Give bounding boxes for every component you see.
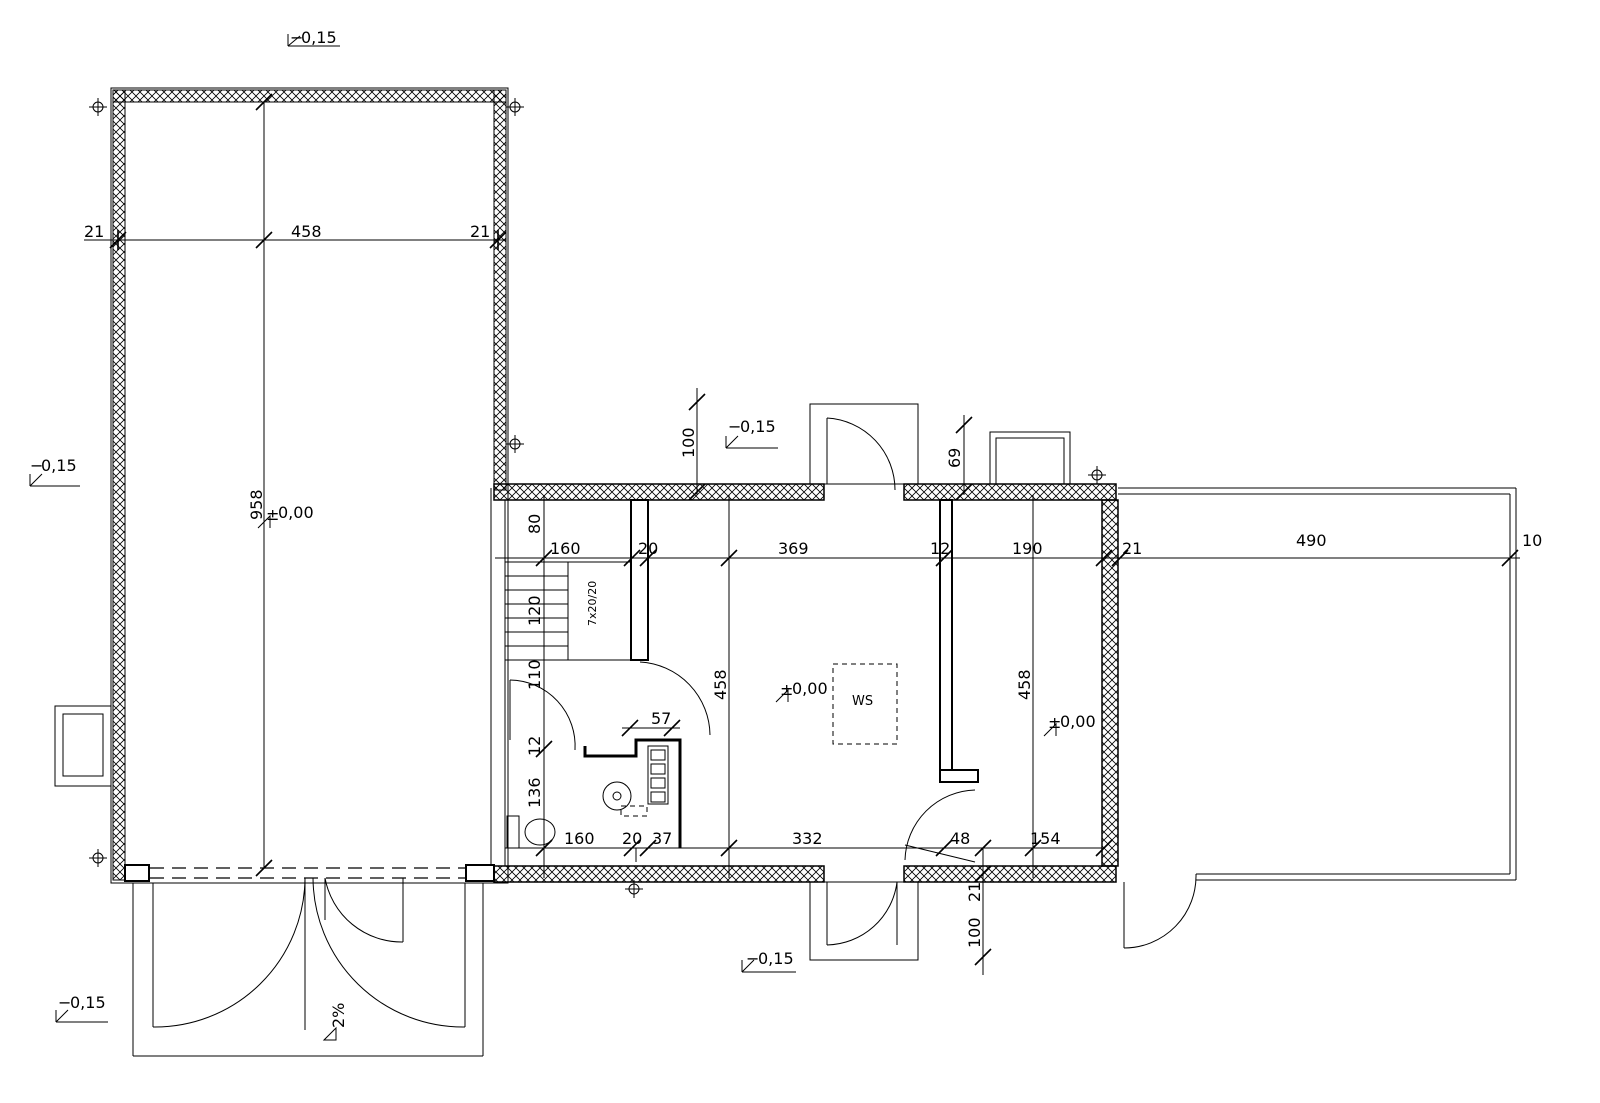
- level-marker-top: − 0,15: [287, 28, 340, 47]
- level-sign: −: [728, 417, 741, 436]
- dim-154: 154: [1030, 829, 1061, 848]
- dim-room-332: 332: [792, 829, 823, 848]
- level-marker-garage: ± 0,00: [257, 503, 314, 529]
- dim-bath-160: 160: [564, 829, 595, 848]
- level-value-entrance-bottom: 0,15: [758, 949, 794, 968]
- terrace: [1118, 487, 1517, 949]
- dim-garage-wall-left: 21: [84, 222, 104, 241]
- level-marker-driveway: − 0,15: [55, 993, 108, 1023]
- level-value-left: 0,15: [41, 456, 77, 475]
- dimension-lines: [84, 93, 1520, 975]
- level-marker-room-right: ± 0,00: [1043, 712, 1096, 737]
- dim-12: 12: [525, 736, 544, 756]
- level-marker-entrance-bottom: − 0,15: [741, 949, 796, 973]
- dim-wall-21: 21: [1122, 539, 1142, 558]
- level-sign: −: [30, 456, 43, 475]
- level-sign: ±: [1048, 713, 1061, 732]
- level-value-top: 0,15: [301, 28, 337, 47]
- garage: [54, 87, 509, 884]
- level-sign: ±: [780, 680, 793, 699]
- dim-bath-20: 20: [622, 829, 642, 848]
- level-value-living: 0,00: [792, 679, 828, 698]
- dim-stair-120: 120: [525, 595, 544, 626]
- level-sign: −: [746, 949, 759, 968]
- level-marker-living: ± 0,00: [775, 679, 828, 703]
- slope-marker: 2%: [322, 1003, 348, 1041]
- level-marker-entrance-top: − 0,15: [725, 417, 778, 449]
- level-marker-left: − 0,15: [29, 456, 80, 487]
- dim-136: 136: [525, 777, 544, 808]
- dim-terrace-width: 490: [1296, 531, 1327, 550]
- dim-garage-length: 958: [247, 489, 266, 520]
- stairs-label: 7x20/20: [586, 581, 599, 626]
- level-value-room-right: 0,00: [1060, 712, 1096, 731]
- dim-bath-37: 37: [652, 829, 672, 848]
- dim-bath-57: 57: [651, 709, 671, 728]
- dim-room-width: 369: [778, 539, 809, 558]
- dim-roof-69: 69: [945, 448, 964, 468]
- dim-garage-width: 458: [291, 222, 322, 241]
- level-value-garage: 0,00: [278, 503, 314, 522]
- slope-value: 2%: [329, 1003, 348, 1028]
- dim-80: 80: [525, 514, 544, 534]
- dim-bottom-100: 100: [965, 917, 984, 948]
- dim-wall-12: 12: [930, 539, 950, 558]
- bathroom: [506, 738, 682, 862]
- dim-room-right-width: 190: [1012, 539, 1043, 558]
- stairs: [504, 561, 632, 661]
- dim-wall-20: 20: [638, 539, 658, 558]
- dim-room-depth: 458: [711, 669, 730, 700]
- level-sign: ±: [266, 505, 279, 524]
- chimney-label: WS: [852, 694, 873, 709]
- dim-bottom-21: 21: [965, 882, 984, 902]
- dim-stair-width: 160: [550, 539, 581, 558]
- level-value-driveway: 0,15: [70, 993, 106, 1012]
- dim-entry-100: 100: [679, 427, 698, 458]
- level-sign: −: [58, 993, 71, 1012]
- level-value-entrance-top: 0,15: [740, 417, 776, 436]
- house: [490, 403, 1119, 961]
- driveway: [132, 877, 484, 1057]
- dim-terrace-10: 10: [1522, 531, 1542, 550]
- dim-48: 48: [950, 829, 970, 848]
- dim-110: 110: [525, 659, 544, 690]
- dim-garage-wall-right: 21: [470, 222, 490, 241]
- dim-room-right-depth: 458: [1015, 669, 1034, 700]
- level-sign: −: [290, 28, 303, 47]
